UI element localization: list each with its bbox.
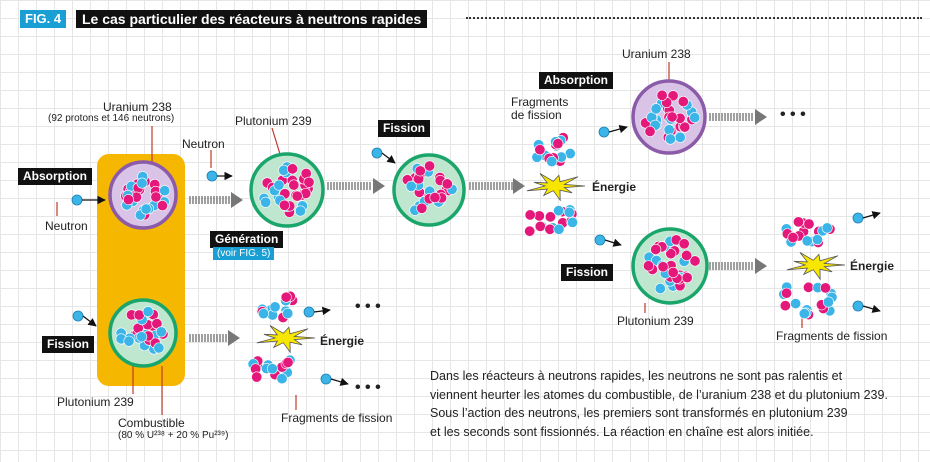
fission-fragment [778, 281, 838, 321]
absorption-tag-left: Absorption [18, 168, 92, 185]
fission-fragment [524, 204, 578, 237]
neutron-arrow [330, 377, 349, 386]
process-arrow [709, 109, 767, 125]
neutron-arrow [604, 238, 622, 247]
neutron-arrow [82, 315, 97, 327]
process-arrow [189, 330, 240, 346]
figure-title: Le cas particulier des réacteurs à neutr… [76, 10, 428, 28]
generation-reference: (voir FIG. 5) [213, 247, 275, 260]
title-divider [466, 17, 922, 19]
neutron-fragment [303, 306, 315, 318]
energie-label-right: Énergie [850, 259, 895, 273]
process-arrow [189, 192, 243, 208]
label-leader [271, 127, 281, 155]
plutonium-239-nucleus-fuel [108, 298, 178, 368]
uranium-238-label-right: Uranium 238 [622, 47, 691, 61]
neutron-fragment [852, 212, 864, 224]
fission-fragment [256, 290, 298, 323]
uranium-238-nucleus [108, 160, 178, 230]
plutonium-239-nucleus-fission [392, 153, 466, 227]
fission-tag-top: Fission [378, 120, 431, 137]
combustible-label: Combustible [118, 416, 185, 430]
plutonium-239-nucleus [249, 152, 325, 228]
energy-burst [526, 173, 586, 202]
neutron-fission [371, 147, 383, 159]
plutonium-239-label-right: Plutonium 239 [617, 314, 694, 328]
fission-tag-left: Fission [42, 336, 95, 353]
uranium-238-nucleus-right [631, 79, 707, 155]
caption-line: Sous l’action des neutrons, les premiers… [430, 406, 848, 420]
uranium-238-composition: (92 protons et 146 neutrons) [48, 113, 175, 124]
fission-fragment [247, 354, 296, 385]
fission-fragment [780, 216, 836, 248]
energy-burst [786, 252, 846, 281]
neutron-left [71, 194, 83, 206]
neutron-arrow [381, 152, 396, 164]
neutron-fragment [594, 234, 606, 246]
process-arrow [327, 178, 385, 194]
ellipsis-top-left: • • • [355, 298, 381, 315]
neutron-fragment [852, 300, 864, 312]
absorption-tag-right: Absorption [539, 72, 613, 89]
generation-tag: Génération [210, 231, 284, 248]
fission-tag-right: Fission [561, 264, 614, 281]
fragments-label-right: Fragments de fission [776, 329, 888, 343]
neutron-fuel [72, 310, 84, 322]
figure-number: FIG. 4 [20, 10, 67, 28]
ellipsis-top-right: • • • [780, 106, 806, 123]
fission-fragment [531, 132, 576, 168]
energie-label-middle: Énergie [592, 180, 637, 194]
energy-burst [256, 325, 316, 354]
plutonium-239-label-top: Plutonium 239 [235, 114, 312, 128]
neutron-label-top: Neutron [182, 137, 225, 151]
uranium-238-label: Uranium 238 [103, 100, 172, 114]
neutron-fragment [598, 126, 610, 138]
fragments-label-bottom: Fragments de fission [281, 411, 393, 425]
ellipsis-bottom-left: • • • [355, 379, 381, 396]
caption-line: viennent heurter les atomes du combustib… [430, 387, 888, 402]
plutonium-239-label-bottom: Plutonium 239 [57, 395, 134, 409]
neutron-fragment [320, 373, 332, 385]
neutron-arrow [862, 304, 881, 313]
neutron-arrow [608, 124, 628, 134]
fragments-label-top: Fragments de fission [511, 95, 569, 122]
caption-line: Dans les réacteurs à neutrons rapides, l… [430, 369, 843, 383]
caption-text: Dans les réacteurs à neutrons rapides, l… [430, 367, 920, 441]
caption-line: et les seconds sont fissionnés. La réact… [430, 424, 814, 439]
neutron-arrow [862, 211, 881, 220]
plutonium-239-nucleus-right [631, 227, 709, 305]
neutron-label-left: Neutron [45, 219, 88, 233]
process-arrow [709, 258, 767, 274]
neutron-arrow [313, 306, 331, 316]
energie-label-bottom: Énergie [320, 334, 365, 348]
neutron-top [206, 170, 218, 182]
combustible-composition: (80 % U²³⁸ + 20 % Pu²³⁹) [118, 430, 229, 441]
process-arrow [469, 178, 525, 194]
